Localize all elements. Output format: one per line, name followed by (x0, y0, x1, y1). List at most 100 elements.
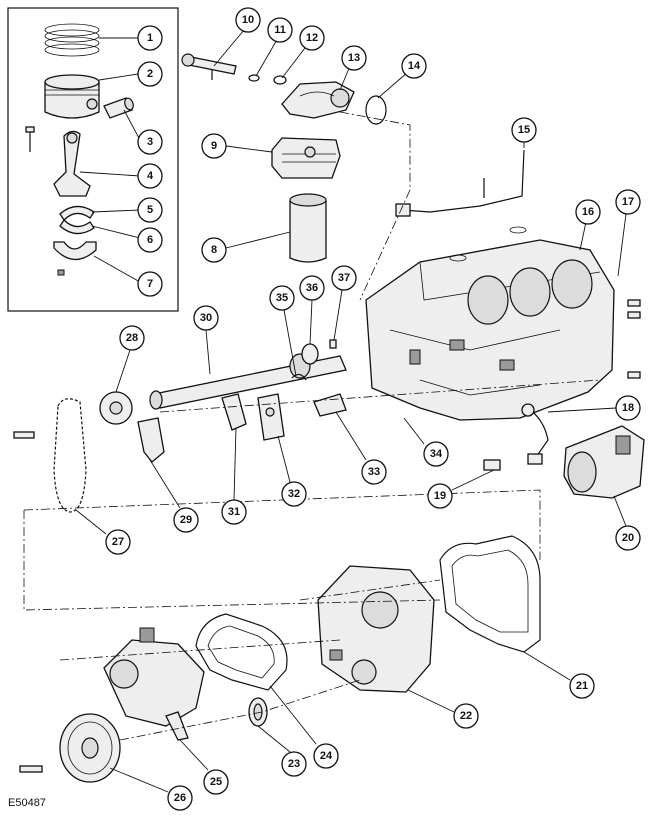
callout-16: 16 (575, 199, 601, 225)
callout-24: 24 (313, 743, 339, 769)
callout-label: 13 (348, 52, 360, 64)
callout-label: 8 (211, 244, 217, 256)
callout-12: 12 (299, 25, 325, 51)
callout-29: 29 (173, 507, 199, 533)
callout-9: 9 (201, 133, 227, 159)
cylinder-block (365, 226, 615, 421)
callout-21: 21 (569, 673, 595, 699)
tensioner-32 (257, 393, 285, 441)
callout-label: 32 (288, 488, 300, 500)
sensor-18 (521, 403, 549, 465)
callout-13: 13 (341, 45, 367, 71)
callout-14: 14 (401, 53, 427, 79)
fastener-37 (329, 339, 337, 349)
callout-label: 31 (228, 506, 240, 518)
callout-label: 16 (582, 206, 594, 218)
callout-10: 10 (235, 7, 261, 33)
callout-label: 14 (408, 60, 421, 72)
bearing-shell-lower (59, 218, 95, 235)
callout-2: 2 (137, 61, 163, 87)
oil-pickup-tube (181, 53, 237, 80)
callout-31: 31 (221, 499, 247, 525)
callout-label: 7 (147, 278, 153, 290)
callout-23: 23 (281, 751, 307, 777)
timing-chain (13, 398, 87, 513)
callout-label: 26 (174, 792, 186, 804)
callout-label: 10 (242, 14, 254, 26)
callout-label: 9 (211, 140, 217, 152)
gasket-24 (195, 613, 288, 691)
oil-filter-adaptor (281, 81, 355, 119)
callout-label: 20 (622, 532, 634, 544)
starter-motor (563, 425, 645, 499)
callout-35: 35 (269, 285, 295, 311)
piston-rings (44, 23, 100, 57)
callout-label: 2 (147, 68, 153, 80)
callout-3: 3 (137, 129, 163, 155)
callout-label: 11 (274, 24, 286, 36)
callout-37: 37 (331, 265, 357, 291)
callout-label: 37 (338, 272, 350, 284)
callout-7: 7 (137, 271, 163, 297)
rod-cap (53, 241, 97, 276)
callout-label: 25 (210, 776, 222, 788)
timing-cover (317, 565, 435, 693)
water-pump (103, 627, 205, 741)
callout-18: 18 (615, 395, 641, 421)
callout-label: 27 (112, 536, 124, 548)
callout-17: 17 (615, 189, 641, 215)
seal-14 (365, 95, 387, 125)
callout-6: 6 (137, 227, 163, 253)
rod-bolt (25, 126, 35, 152)
oil-filter (289, 193, 327, 263)
callout-label: 6 (147, 234, 153, 246)
callout-label: 36 (306, 282, 318, 294)
callout-label: 24 (320, 750, 333, 762)
callout-5: 5 (137, 197, 163, 223)
callout-label: 21 (576, 680, 588, 692)
callout-label: 34 (430, 448, 443, 460)
callout-label: 23 (288, 758, 300, 770)
callout-27: 27 (105, 529, 131, 555)
callout-label: 5 (147, 204, 153, 216)
assembly-lines (23, 111, 601, 741)
knock-sensor-harness (395, 149, 525, 217)
oil-cooler (271, 137, 341, 179)
o-ring-11 (248, 74, 260, 82)
callout-20: 20 (615, 525, 641, 551)
callout-30: 30 (193, 305, 219, 331)
callout-36: 36 (299, 275, 325, 301)
callout-label: 1 (147, 32, 153, 44)
piston-assembly-inset (7, 7, 179, 312)
front-cover-gasket-21 (439, 535, 541, 653)
sensor-19 (483, 459, 501, 471)
camshaft-shaft (149, 353, 347, 410)
leader-lines (75, 29, 627, 793)
chain-guide (137, 417, 165, 463)
seal-36 (301, 343, 319, 365)
callout-label: 33 (368, 466, 380, 478)
callout-label: 4 (147, 170, 154, 182)
callout-label: 12 (306, 32, 318, 44)
callout-26: 26 (167, 785, 193, 811)
callout-label: 17 (622, 196, 634, 208)
callouts: 1 2 3 4 5 6 7 8 9 10 11 12 13 14 15 16 1… (105, 7, 641, 811)
callout-label: 35 (276, 292, 288, 304)
callout-4: 4 (137, 163, 163, 189)
callout-label: 29 (180, 514, 192, 526)
callout-33: 33 (361, 459, 387, 485)
callout-label: 15 (518, 124, 530, 136)
solenoid-33 (313, 393, 347, 417)
figure-reference-code: E50487 (8, 797, 46, 809)
callout-32: 32 (281, 481, 307, 507)
callout-22: 22 (453, 703, 479, 729)
sprocket (99, 391, 133, 425)
callout-label: 28 (126, 332, 138, 344)
callout-label: 19 (434, 490, 446, 502)
dowels-17 (627, 299, 641, 379)
crankshaft-pulley (19, 713, 121, 783)
callout-34: 34 (423, 441, 449, 467)
clip-35 (291, 373, 307, 381)
connecting-rod (53, 130, 91, 197)
